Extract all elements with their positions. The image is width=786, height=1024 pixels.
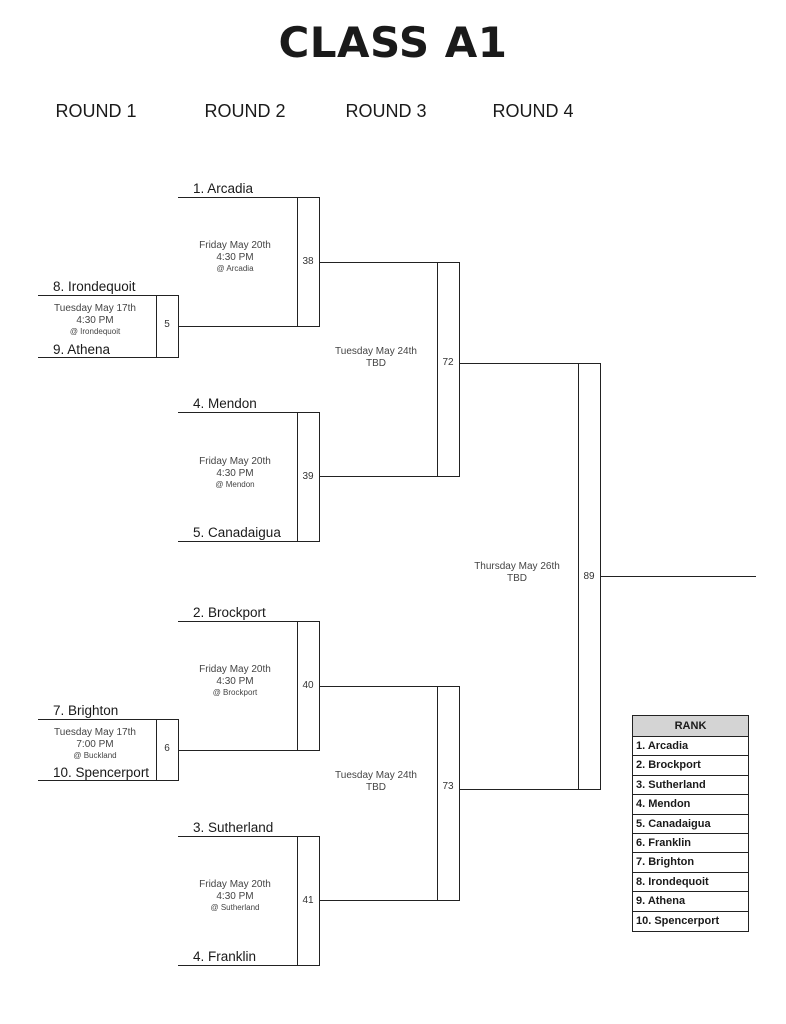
rank-row: 6. Franklin bbox=[633, 834, 748, 854]
game-date: Friday May 20th bbox=[199, 456, 271, 467]
bracket-line bbox=[38, 357, 179, 358]
game-number: 40 bbox=[302, 680, 314, 691]
game-number: 73 bbox=[442, 781, 454, 792]
team-slot: 8. Irondequoit bbox=[53, 279, 136, 294]
game-date: Tuesday May 17th bbox=[54, 727, 136, 738]
game-number: 38 bbox=[302, 256, 314, 267]
rank-row: 7. Brighton bbox=[633, 853, 748, 873]
bracket-line bbox=[178, 836, 319, 837]
game-info: Tuesday May 24th TBD bbox=[320, 346, 432, 370]
game-box-38 bbox=[297, 197, 320, 327]
game-time: 4:30 PM bbox=[216, 891, 254, 902]
game-info: Friday May 20th 4:30 PM @ Brockport bbox=[180, 664, 290, 698]
rank-row: 1. Arcadia bbox=[633, 737, 748, 757]
bracket-line bbox=[38, 295, 179, 296]
team-slot: 5. Canadaigua bbox=[193, 525, 281, 540]
game-number: 72 bbox=[442, 357, 454, 368]
bracket-line bbox=[178, 412, 319, 413]
rank-table: RANK 1. Arcadia 2. Brockport 3. Sutherla… bbox=[632, 715, 749, 932]
game-date: Tuesday May 17th bbox=[54, 303, 136, 314]
bracket-line bbox=[178, 965, 319, 966]
team-slot: 1. Arcadia bbox=[193, 181, 254, 196]
game-venue: @ Arcadia bbox=[216, 264, 254, 273]
game-time: 4:30 PM bbox=[216, 468, 254, 479]
rank-row: 9. Athena bbox=[633, 892, 748, 912]
bracket-line bbox=[38, 780, 179, 781]
game-box-6 bbox=[156, 719, 179, 781]
game-date: Friday May 20th bbox=[199, 664, 271, 675]
bracket-line bbox=[460, 789, 578, 790]
game-info: Friday May 20th 4:30 PM @ Arcadia bbox=[180, 240, 290, 274]
bracket-title: CLASS A1 bbox=[278, 18, 508, 67]
game-date: Friday May 20th bbox=[199, 879, 271, 890]
game-box-72 bbox=[437, 262, 460, 477]
game-number: 89 bbox=[583, 571, 595, 582]
game-date: Thursday May 26th bbox=[474, 561, 560, 572]
game-box-40 bbox=[297, 621, 320, 751]
game-box-73 bbox=[437, 686, 460, 901]
game-date: Tuesday May 24th bbox=[335, 346, 417, 357]
team-slot: 3. Sutherland bbox=[193, 820, 274, 835]
rank-row: 8. Irondequoit bbox=[633, 873, 748, 893]
bracket-line bbox=[320, 262, 437, 263]
bracket-line bbox=[38, 719, 179, 720]
game-box-39 bbox=[297, 412, 320, 542]
round-4-label: ROUND 4 bbox=[492, 101, 574, 121]
bracket-line bbox=[178, 197, 319, 198]
team-slot: 4. Mendon bbox=[193, 396, 257, 411]
game-venue: @ Mendon bbox=[215, 480, 255, 489]
game-time: TBD bbox=[366, 358, 386, 369]
bracket-line bbox=[179, 750, 297, 751]
game-info: Tuesday May 17th 4:30 PM @ Irondequoit bbox=[40, 303, 150, 337]
bracket-line bbox=[178, 541, 319, 542]
rank-row: 3. Sutherland bbox=[633, 776, 748, 796]
team-slot: 2. Brockport bbox=[193, 605, 266, 620]
round-1-label: ROUND 1 bbox=[55, 101, 137, 121]
bracket-line bbox=[179, 326, 297, 327]
game-time: 7:00 PM bbox=[76, 739, 114, 750]
game-info: Friday May 20th 4:30 PM @ Mendon bbox=[180, 456, 290, 490]
bracket-line bbox=[178, 621, 319, 622]
game-venue: @ Irondequoit bbox=[69, 327, 121, 336]
game-number: 6 bbox=[164, 743, 170, 754]
game-info: Thursday May 26th TBD bbox=[460, 561, 574, 585]
game-box-89 bbox=[578, 363, 601, 790]
game-number: 39 bbox=[302, 471, 314, 482]
round-3-label: ROUND 3 bbox=[345, 101, 427, 121]
rank-row: 5. Canadaigua bbox=[633, 815, 748, 834]
bracket-line bbox=[460, 363, 578, 364]
game-date: Friday May 20th bbox=[199, 240, 271, 251]
bracket-line bbox=[320, 476, 437, 477]
game-number: 41 bbox=[302, 895, 314, 906]
team-slot: 9. Athena bbox=[53, 342, 111, 357]
game-info: Tuesday May 24th TBD bbox=[320, 770, 432, 794]
round-2-label: ROUND 2 bbox=[204, 101, 286, 121]
game-box-41 bbox=[297, 836, 320, 966]
rank-header: RANK bbox=[633, 716, 748, 737]
bracket-line bbox=[320, 900, 437, 901]
game-box-5 bbox=[156, 295, 179, 358]
game-time: 4:30 PM bbox=[216, 676, 254, 687]
game-time: TBD bbox=[507, 573, 527, 584]
game-time: TBD bbox=[366, 782, 386, 793]
game-info: Tuesday May 17th 7:00 PM @ Buckland bbox=[40, 727, 150, 761]
game-time: 4:30 PM bbox=[216, 252, 254, 263]
team-slot: 7. Brighton bbox=[53, 703, 119, 718]
game-number: 5 bbox=[164, 319, 170, 330]
bracket-line bbox=[320, 686, 437, 687]
team-slot: 4. Franklin bbox=[193, 949, 257, 964]
game-time: 4:30 PM bbox=[76, 315, 114, 326]
game-venue: @ Sutherland bbox=[210, 903, 260, 912]
game-venue: @ Brockport bbox=[212, 688, 258, 697]
rank-row: 10. Spencerport bbox=[636, 914, 720, 927]
rank-row: 4. Mendon bbox=[633, 795, 748, 815]
champion-line bbox=[601, 576, 756, 577]
rank-row: 2. Brockport bbox=[633, 756, 748, 776]
game-venue: @ Buckland bbox=[73, 751, 117, 760]
game-info: Friday May 20th 4:30 PM @ Sutherland bbox=[180, 879, 290, 913]
game-date: Tuesday May 24th bbox=[335, 770, 417, 781]
team-slot: 10. Spencerport bbox=[53, 765, 150, 780]
